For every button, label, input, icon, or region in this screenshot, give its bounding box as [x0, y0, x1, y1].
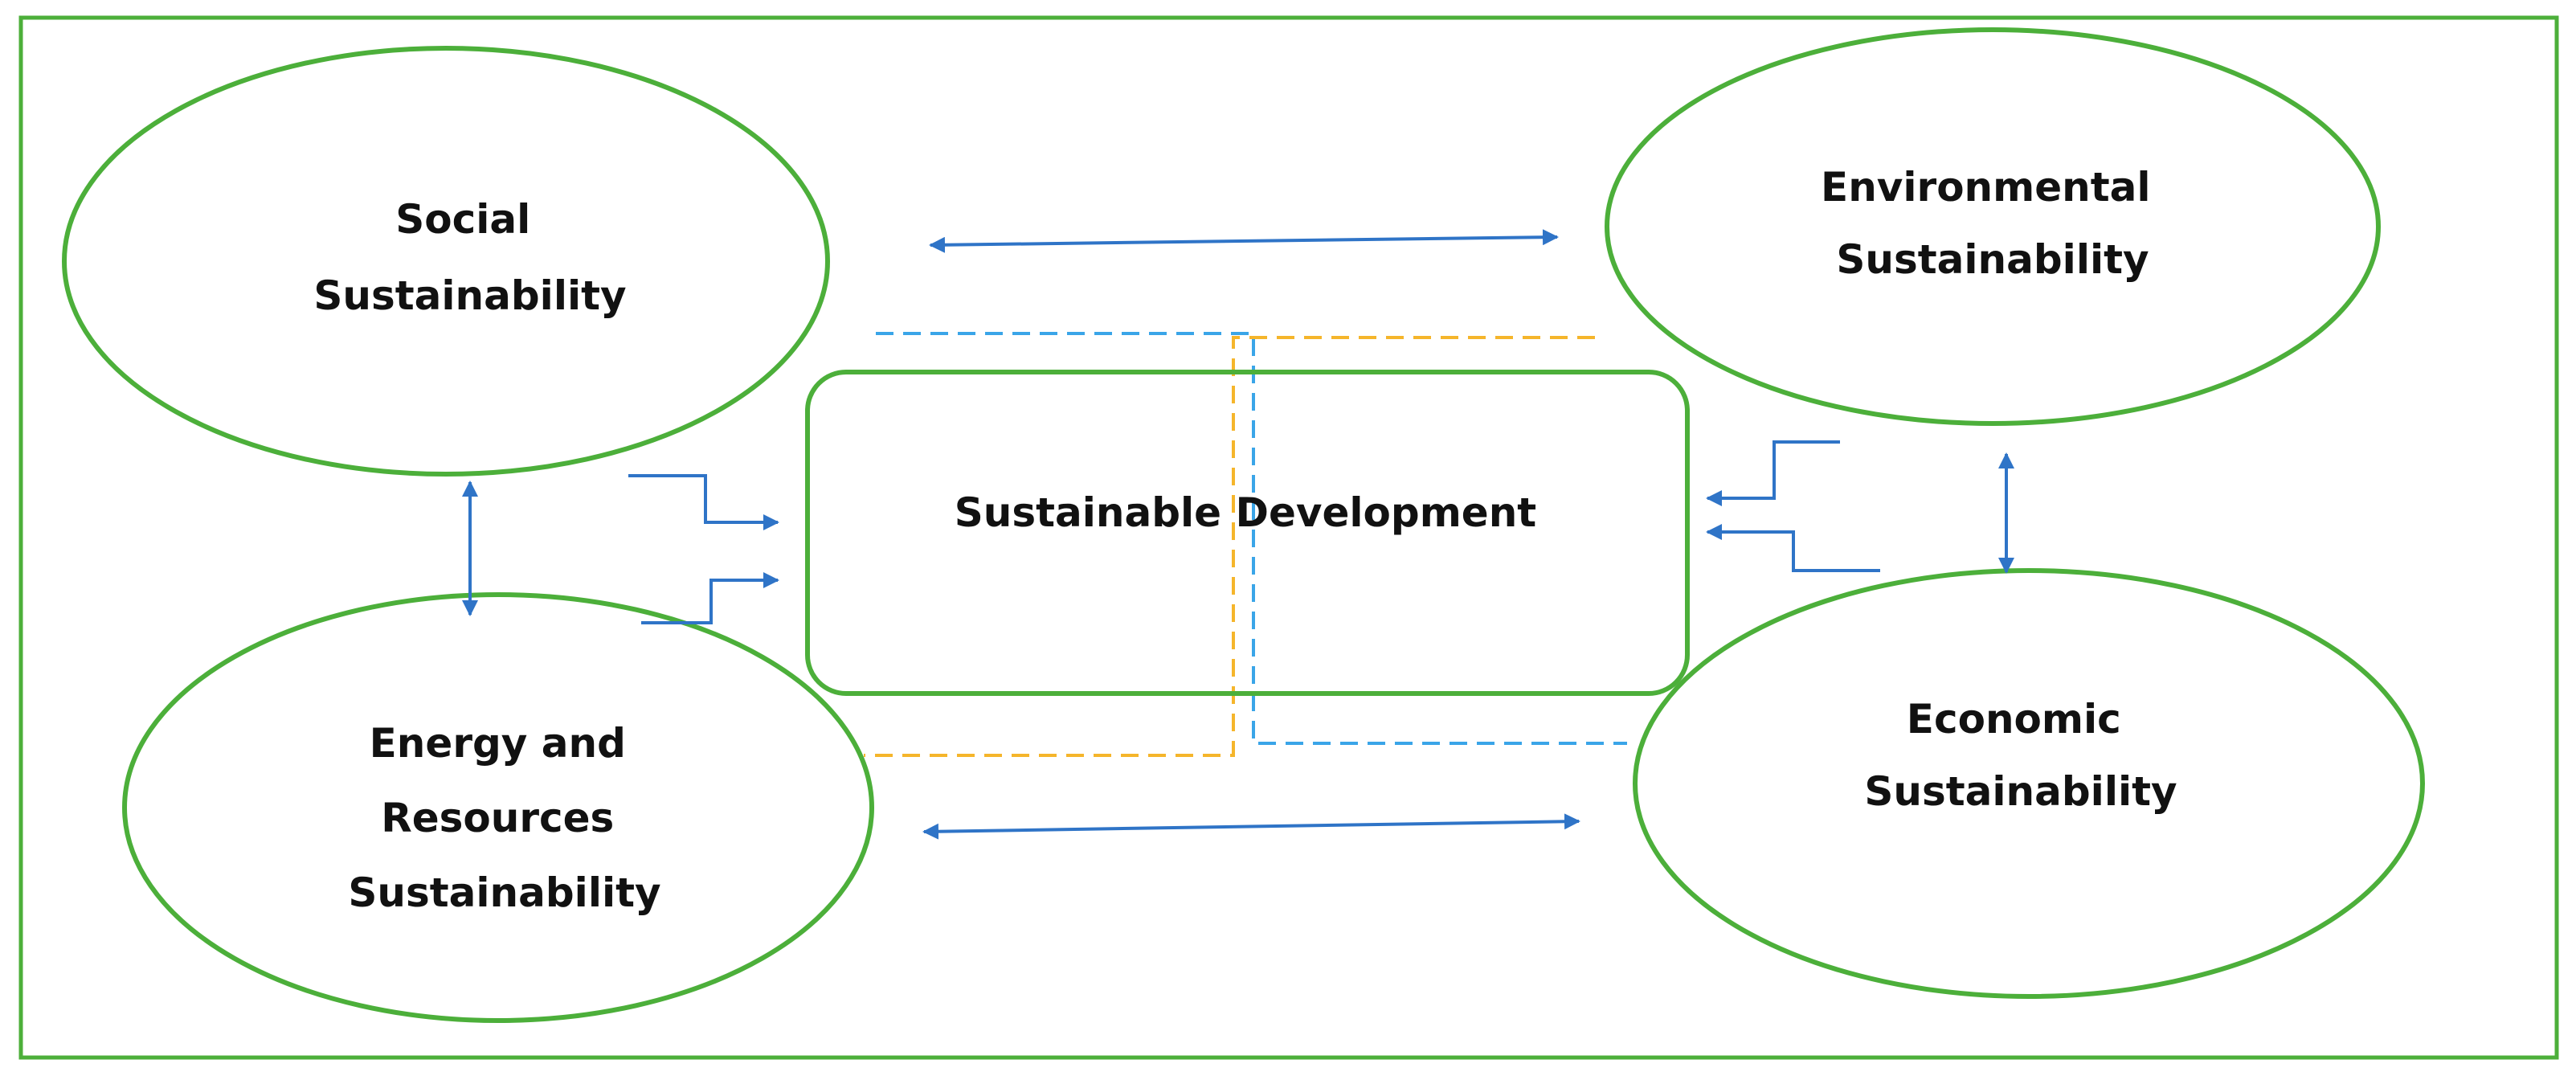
energy-label: Energy and Resources Sustainability — [348, 720, 660, 916]
social-ellipse — [62, 46, 830, 477]
elbow-arrow-economic-to-center — [1706, 524, 1880, 572]
center-label-line-1: Sustainable Development — [955, 489, 1536, 536]
orange-dashed-connector — [864, 336, 1595, 757]
elbow-arrow-environmental-to-center — [1706, 440, 1840, 506]
arrow-social-environmental — [929, 229, 1559, 253]
energy-label-line-3: Sustainability — [348, 869, 660, 916]
elbow-arrow-energy-to-center — [641, 572, 779, 624]
economic-label: Economic Sustainability — [1864, 696, 2177, 815]
social-label-line-1: Social — [395, 196, 530, 243]
environmental-label-line-2: Sustainability — [1836, 236, 2149, 283]
energy-label-line-2: Resources — [381, 795, 614, 841]
environmental-label-line-1: Environmental — [1821, 164, 2150, 211]
energy-ellipse — [122, 592, 874, 1023]
center-label: Sustainable Development — [955, 489, 1536, 536]
center-box — [805, 370, 1690, 696]
social-label-line-2: Sustainability — [313, 272, 626, 319]
energy-label-line-1: Energy and — [370, 720, 626, 767]
economic-label-line-1: Economic — [1907, 696, 2121, 743]
social-label: Social Sustainability — [313, 196, 626, 319]
economic-label-line-2: Sustainability — [1864, 768, 2177, 815]
arrow-energy-economic — [922, 813, 1580, 840]
elbow-arrow-social-to-center — [628, 474, 779, 530]
outer-frame — [18, 15, 2559, 1060]
economic-ellipse — [1633, 568, 2425, 999]
environmental-ellipse — [1605, 27, 2381, 426]
blue-dashed-connector — [876, 332, 1627, 745]
environmental-label: Environmental Sustainability — [1821, 164, 2165, 283]
